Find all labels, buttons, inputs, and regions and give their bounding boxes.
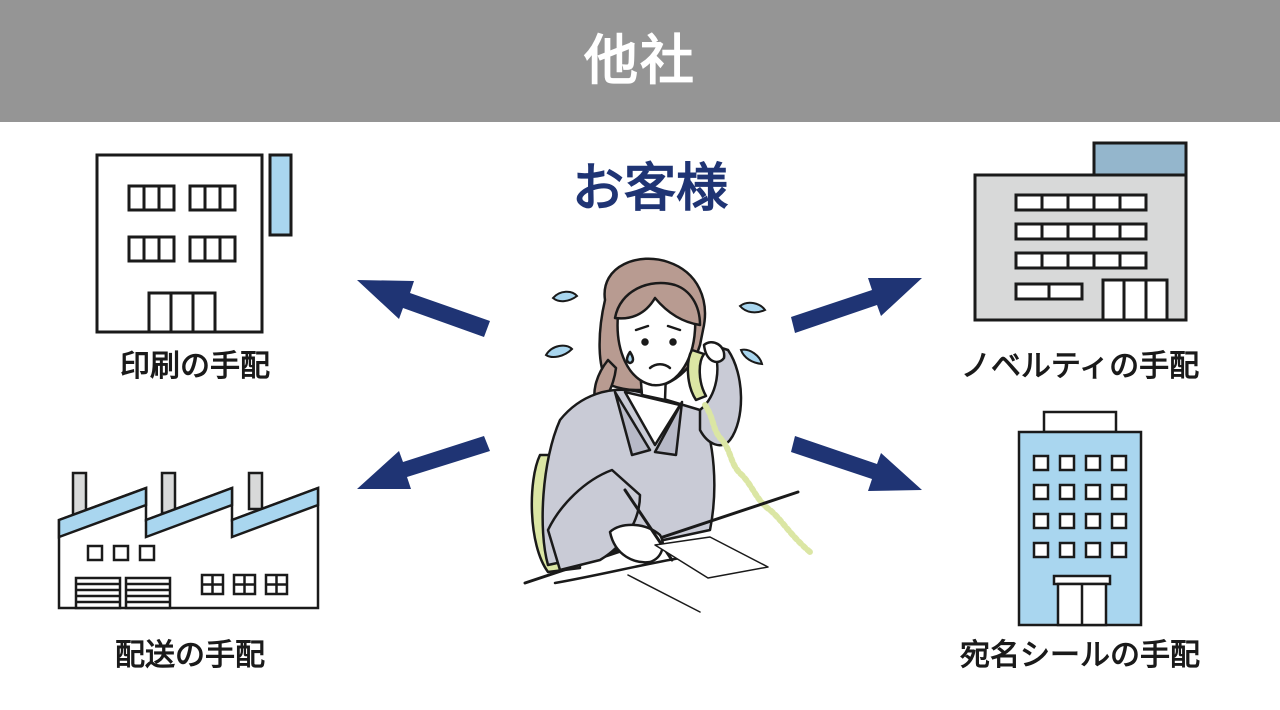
arrow-icon (791, 278, 922, 333)
label-shipping: 配送の手配 (115, 638, 265, 673)
sweat-drops-icon (544, 290, 767, 366)
label-address-labels: 宛名シールの手配 (960, 638, 1200, 673)
customer-title: お客様 (571, 159, 728, 219)
factory-icon (57, 471, 320, 610)
header-title: 他社 (584, 29, 696, 92)
label-printing: 印刷の手配 (120, 349, 270, 384)
label-novelty: ノベルティの手配 (960, 349, 1200, 384)
arrow-icon (791, 436, 922, 491)
arrow-icon (357, 436, 490, 489)
worried-operator-icon (523, 257, 813, 613)
arrow-icon (357, 280, 490, 337)
office-building-icon (973, 141, 1188, 322)
header-bar: 他社 (0, 0, 1280, 122)
office-building-icon (95, 153, 293, 334)
tower-building-icon (1017, 410, 1143, 627)
